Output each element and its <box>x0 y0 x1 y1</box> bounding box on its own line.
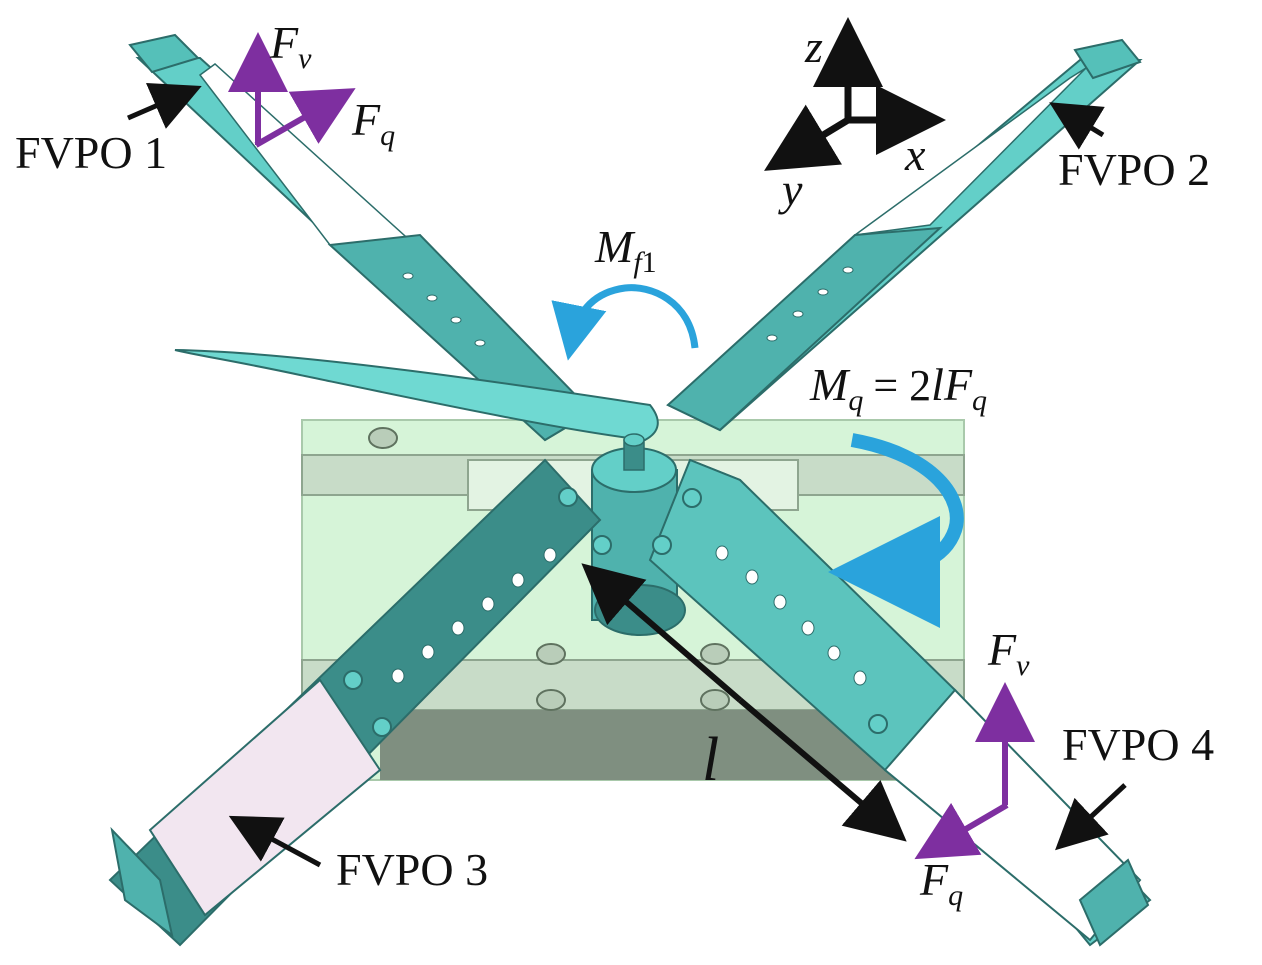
label-fvpo2: FVPO 2 <box>1058 144 1210 195</box>
force-fq-arrow-1 <box>254 88 356 148</box>
moment-mq-arrow <box>828 433 964 628</box>
forces-fvpo1: Fv Fq <box>228 17 395 152</box>
force-fq-label-1: Fq <box>351 94 395 152</box>
clamp-fvpo4 <box>1078 858 1150 947</box>
base-shadow-bottom <box>380 710 900 780</box>
force-fq-arrow-4 <box>914 802 1009 860</box>
fvpo-labels: FVPO 1 FVPO 2 FVPO 3 FVPO 4 <box>15 82 1214 895</box>
axis-x-label: x <box>904 129 926 180</box>
arm-lower-right <box>648 458 1152 947</box>
moment-mf1-label: Mf1 <box>594 221 657 279</box>
clamp-fvpo3 <box>110 826 174 938</box>
moment-mq-label: Mq= 2lFq <box>809 359 987 417</box>
moment-mf1-arrow <box>551 284 699 361</box>
moment-mq: Mq= 2lFq <box>809 359 987 628</box>
forces-fvpo4: Fv Fq <box>914 624 1035 912</box>
arm-upper-right <box>666 38 1143 432</box>
pointer-fvpo3 <box>228 815 322 868</box>
length-l: l <box>581 563 907 842</box>
pointer-fvpo4 <box>1055 783 1127 851</box>
clamp-fvpo2 <box>1073 38 1142 80</box>
label-fvpo4: FVPO 4 <box>1062 719 1214 770</box>
label-fvpo3: FVPO 3 <box>336 844 488 895</box>
propeller-blade <box>174 349 659 442</box>
coordinate-axes: z x y <box>764 17 946 215</box>
pointer-fvpo1 <box>127 82 202 129</box>
axis-z-label: z <box>804 21 823 72</box>
axis-y-label: y <box>778 164 803 215</box>
length-l-label: l <box>702 726 719 794</box>
force-fv-label-4: Fv <box>987 624 1030 682</box>
axis-y-arrow <box>764 104 850 171</box>
force-fq-label-4: Fq <box>919 854 963 912</box>
length-l-arrow <box>581 563 742 703</box>
pointer-fvpo2 <box>1049 102 1105 150</box>
base-bolts <box>368 427 730 711</box>
clamp-fvpo1 <box>128 33 200 74</box>
label-fvpo1: FVPO 1 <box>15 127 167 178</box>
moment-mf1: Mf1 <box>551 221 699 361</box>
force-fv-label-1: Fv <box>269 17 312 75</box>
length-l-arrow-2 <box>738 697 907 842</box>
